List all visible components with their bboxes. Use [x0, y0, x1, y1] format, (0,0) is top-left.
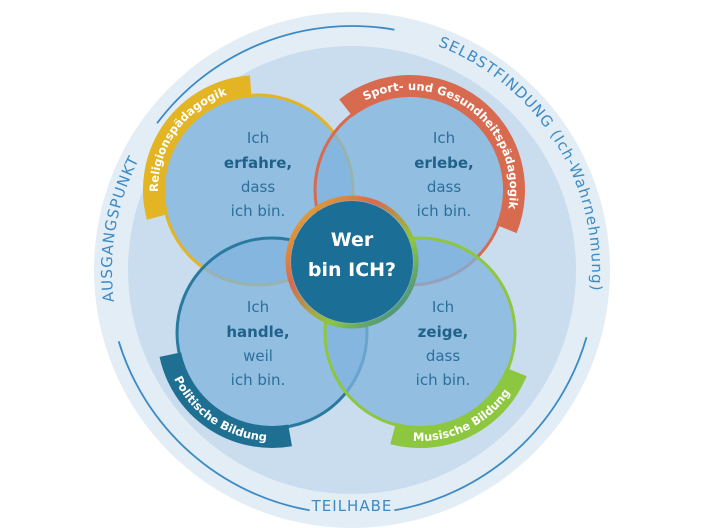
- quadrant-text-politik: Ich handle, weil ich bin.: [226, 298, 289, 389]
- svg-text:Ich: Ich: [247, 298, 269, 316]
- svg-text:erfahre,: erfahre,: [224, 154, 292, 172]
- quadrant-text-musik: Ich zeige, dass ich bin.: [416, 298, 471, 389]
- ring-line-segment: [394, 337, 588, 512]
- svg-text:Ich: Ich: [433, 129, 455, 147]
- svg-text:ich bin.: ich bin.: [417, 202, 472, 220]
- center-circle: [291, 201, 413, 323]
- svg-text:ich bin.: ich bin.: [231, 202, 286, 220]
- svg-text:Ich: Ich: [247, 129, 269, 147]
- svg-text:handle,: handle,: [226, 323, 289, 341]
- quadrant-text-sport: Ich erlebe, dass ich bin.: [414, 129, 474, 220]
- svg-text:Ich: Ich: [432, 298, 454, 316]
- svg-text:erlebe,: erlebe,: [414, 154, 474, 172]
- band-sport-gesundheitspaedagogik: [339, 75, 525, 234]
- svg-text:dass: dass: [241, 178, 276, 196]
- svg-text:ich bin.: ich bin.: [416, 371, 471, 389]
- center-line-2: bin ICH?: [308, 259, 396, 281]
- svg-text:ich bin.: ich bin.: [231, 371, 286, 389]
- band-musische-bildung: [390, 367, 527, 449]
- center-ring: [285, 195, 419, 329]
- svg-text:dass: dass: [427, 178, 462, 196]
- outer-ring-lines: [117, 25, 588, 512]
- svg-text:weil: weil: [243, 347, 273, 365]
- band-politische-bildung: [159, 352, 293, 448]
- ring-line-segment: [156, 25, 395, 124]
- quadrant-text-religion: Ich erfahre, dass ich bin.: [224, 129, 292, 220]
- ring-line-segment: [117, 341, 310, 512]
- outer-label-teilhabe: TEILHABE: [311, 497, 393, 515]
- svg-text:dass: dass: [426, 347, 461, 365]
- svg-text:zeige,: zeige,: [418, 323, 469, 341]
- center-line-1: Wer: [331, 229, 374, 251]
- band-religionspaedagogik: [142, 75, 252, 220]
